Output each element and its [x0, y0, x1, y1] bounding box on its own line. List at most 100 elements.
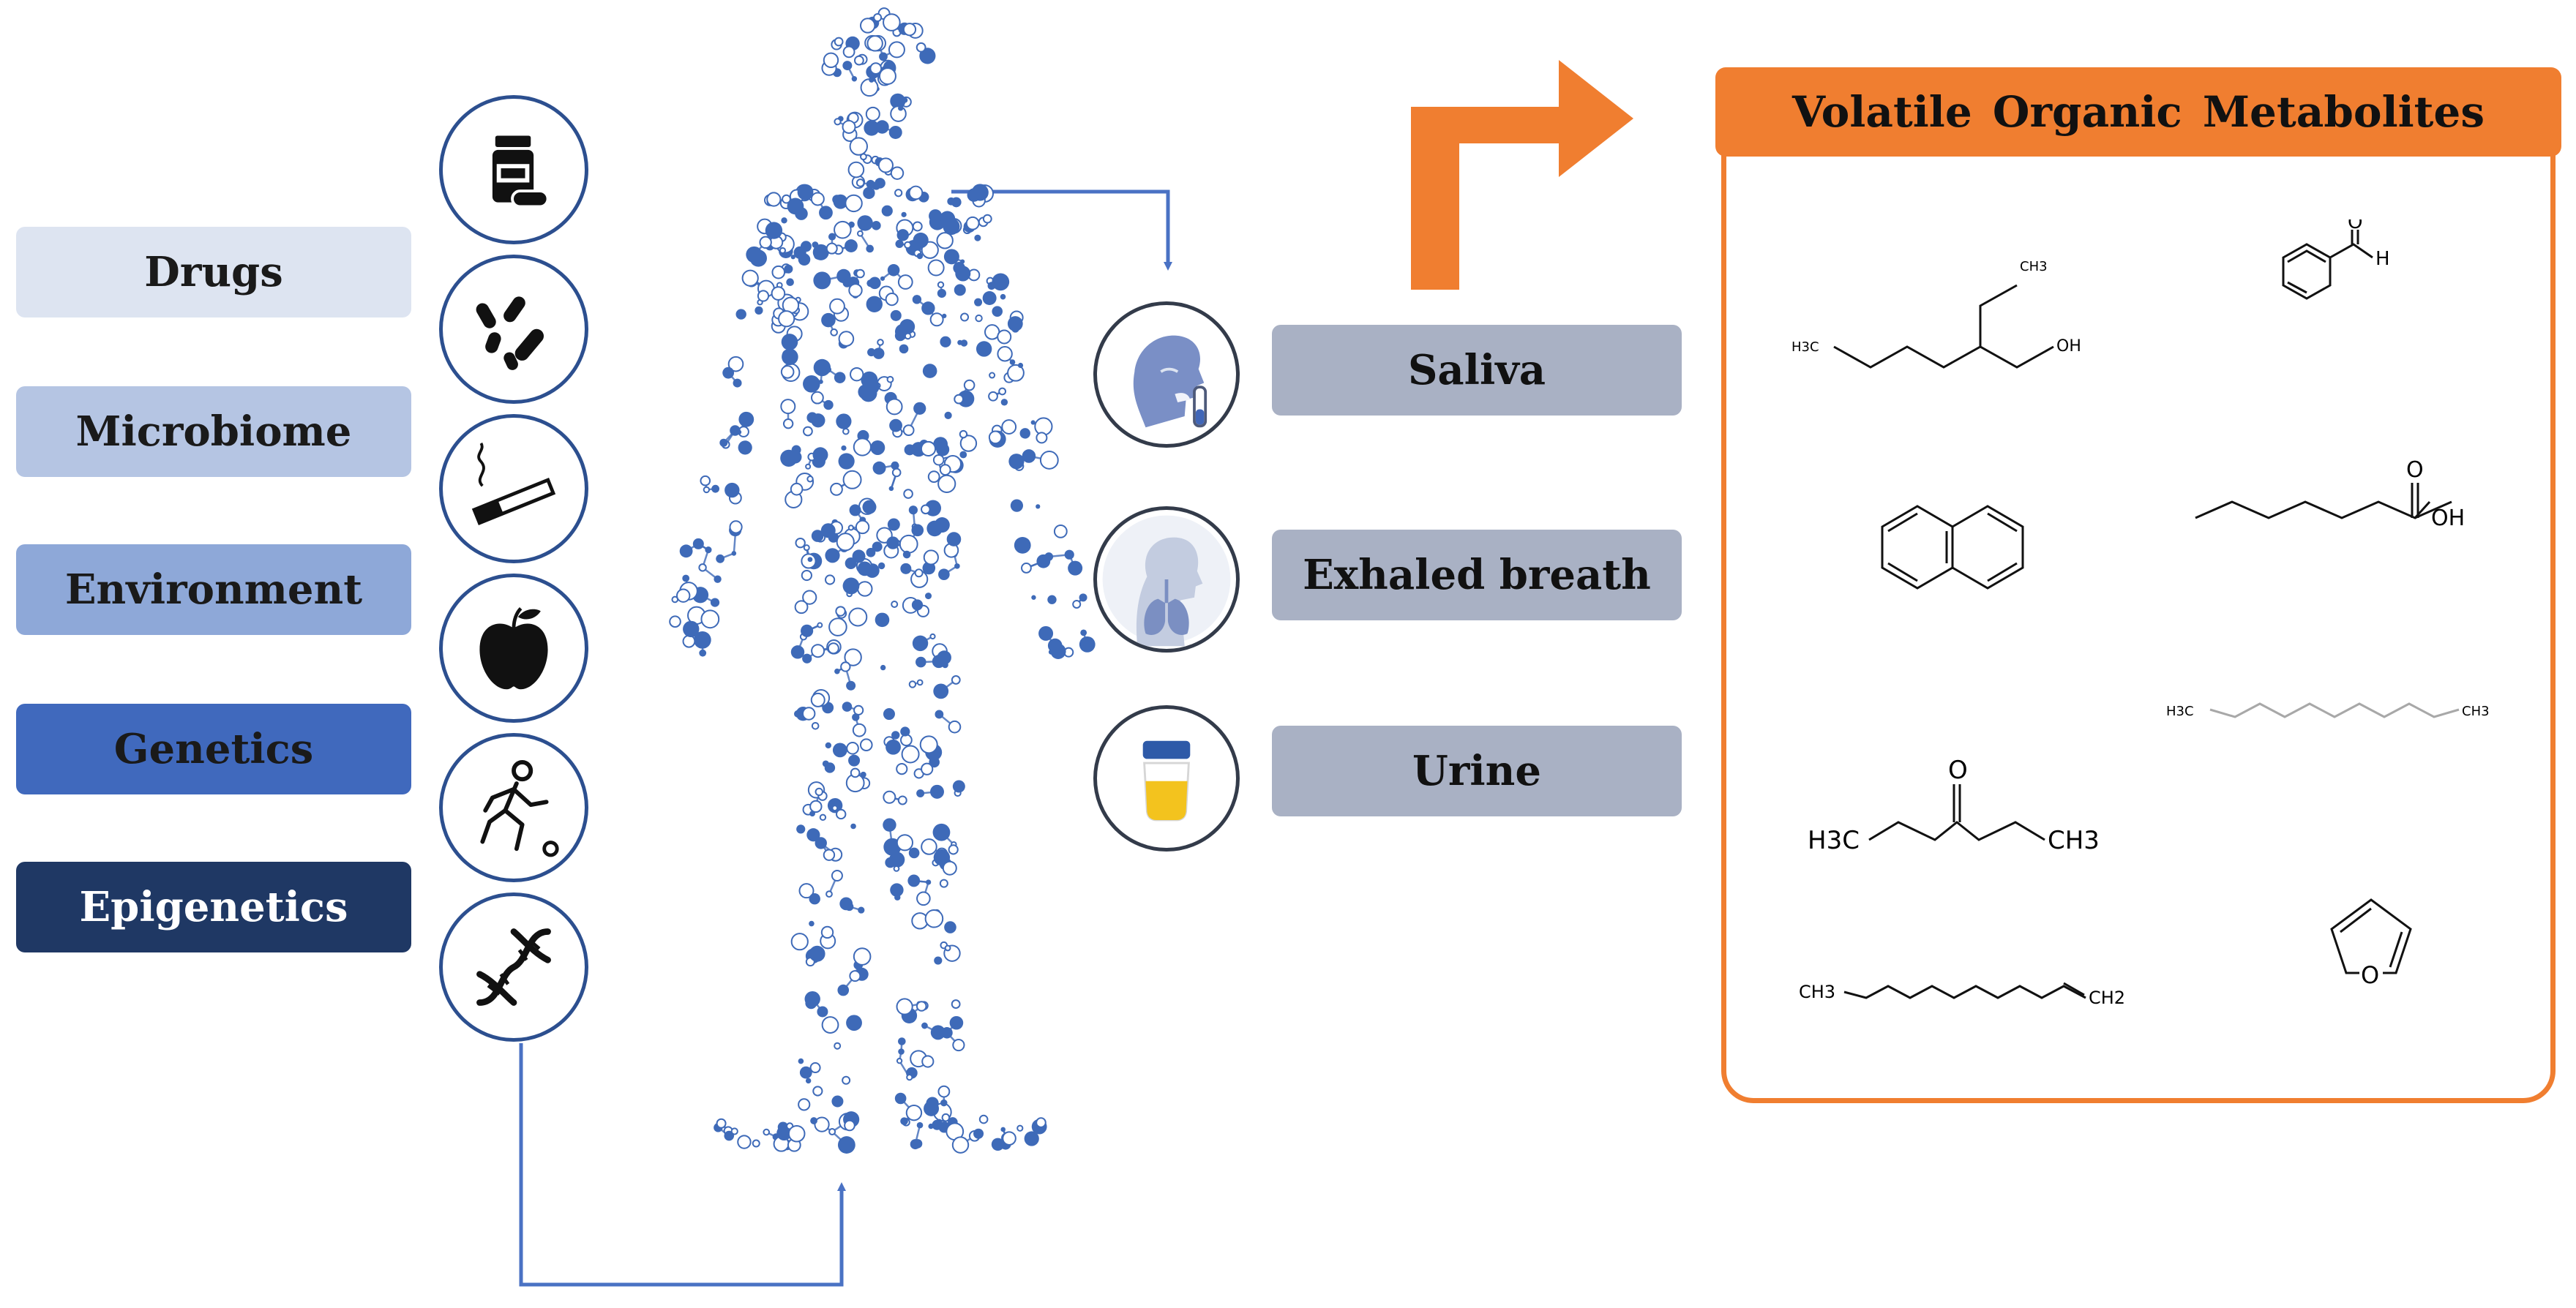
body-network-node [842, 61, 853, 71]
body-network-node [878, 67, 896, 86]
body-network-node [847, 525, 854, 531]
body-network-node [1002, 1131, 1016, 1146]
body-network-node [799, 1066, 812, 1079]
body-network-node [857, 581, 873, 597]
body-network-node [886, 375, 894, 383]
body-network-node [841, 445, 847, 451]
body-network-node [938, 568, 950, 580]
body-network-node [805, 997, 817, 1010]
body-network-node [727, 356, 744, 372]
body-network-node [992, 273, 1010, 291]
body-network-node [849, 970, 861, 982]
body-network-node [954, 563, 960, 569]
body-network-node [846, 680, 856, 691]
body-network-node [798, 253, 811, 266]
body-network-node [998, 387, 1007, 396]
body-network-node [913, 402, 926, 415]
urine-cup-icon [1093, 705, 1240, 852]
body-network-node [940, 440, 948, 447]
body-network-node [860, 18, 876, 34]
body-network-node [711, 484, 720, 493]
body-network-node [787, 198, 804, 215]
body-network-node [908, 185, 924, 200]
body-network-node [908, 847, 920, 859]
body-network-node [872, 347, 885, 359]
body-network-node [872, 541, 883, 552]
body-network-node [937, 474, 956, 493]
saliva-icon [1093, 301, 1240, 448]
body-network-node [818, 379, 823, 384]
body-network-node [801, 569, 812, 582]
body-network-node [866, 244, 874, 253]
body-network-node [703, 486, 711, 494]
body-network-node [936, 232, 954, 249]
body-network-node [922, 364, 937, 378]
body-network-node [811, 530, 824, 542]
panel-title: Volatile Organic Metabolites [1715, 67, 2561, 157]
body-network-node [746, 246, 763, 263]
sample-urine: Urine [1272, 726, 1682, 816]
body-network-node [692, 538, 704, 549]
pill-bottle-icon [439, 95, 588, 244]
body-network-node [943, 249, 959, 265]
body-network-node [937, 281, 945, 288]
body-network-node [714, 575, 722, 583]
body-network-node [851, 76, 858, 82]
body-network-node [790, 933, 809, 951]
molecule-naphthalene [1881, 505, 2024, 590]
body-network-node [997, 329, 1012, 345]
body-network-node [810, 1117, 817, 1124]
body-network-node [809, 1062, 821, 1074]
body-network-node [786, 278, 794, 287]
bacteria-icon [439, 255, 588, 404]
body-network-node [722, 367, 735, 379]
body-network-node [857, 561, 872, 576]
body-network-node [679, 544, 693, 558]
body-network-node [1047, 595, 1057, 604]
body-network-node [905, 1104, 923, 1121]
body-network-node [771, 286, 786, 301]
body-network-node [782, 418, 794, 429]
body-network-node [781, 217, 787, 224]
body-network-node [810, 192, 825, 206]
body-network-node [1036, 554, 1051, 568]
body-network-node [877, 339, 884, 346]
body-network-node [719, 438, 728, 447]
body-network-node [862, 500, 877, 514]
body-network-node [842, 45, 855, 59]
body-network-node [900, 1117, 908, 1125]
body-network-node [737, 1135, 752, 1149]
body-network-node [959, 435, 978, 452]
body-network-node [921, 301, 935, 315]
body-network-node [963, 379, 976, 391]
body-network-node [991, 1138, 1005, 1151]
body-network-node [988, 391, 998, 402]
body-network-node [898, 1048, 905, 1055]
body-network-node [899, 534, 918, 554]
apple-icon [439, 574, 588, 723]
orange-arrow [1411, 60, 1633, 290]
body-network-node [825, 742, 832, 749]
body-network-node [809, 945, 825, 962]
label-ch2: CH2 [2089, 988, 2125, 1008]
body-network-node [825, 890, 833, 898]
body-network-node [954, 284, 966, 296]
body-network-node [940, 336, 951, 347]
body-network-node [855, 268, 865, 279]
body-network-node [729, 520, 743, 534]
body-network-node [926, 879, 932, 885]
body-network-node [944, 944, 951, 952]
body-network-node [1053, 524, 1068, 538]
body-network-node [891, 601, 899, 609]
body-network-node [948, 844, 959, 855]
body-network-node [699, 649, 707, 657]
body-network-node [811, 721, 820, 730]
body-network-node [730, 1127, 738, 1135]
body-network-node [796, 824, 806, 834]
molecule-benzaldehyde: O H [2282, 219, 2390, 300]
molecule-2-ethylhexanol: CH3 H3C OH [1791, 259, 2081, 369]
label-oh: OH [2431, 505, 2465, 531]
label-h3c: H3C [1808, 826, 1860, 855]
body-network-node [1022, 449, 1036, 463]
